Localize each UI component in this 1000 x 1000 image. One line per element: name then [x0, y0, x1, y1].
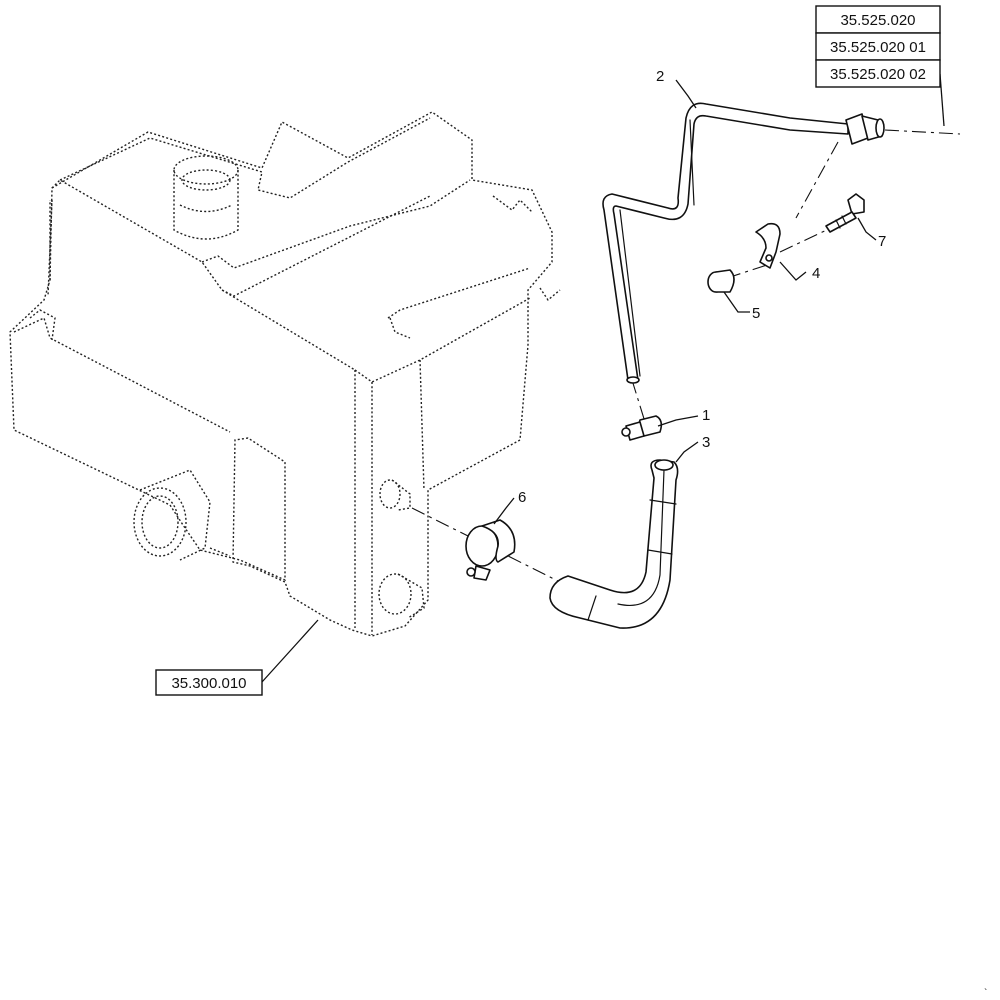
callout-labels: 2 1 3 4 5 6 7	[518, 68, 886, 506]
callout-1: 1	[702, 407, 710, 424]
reference-code-tank: 35.300.010	[171, 675, 246, 692]
spacer-part-5	[707, 269, 735, 293]
corner-mark: `	[984, 987, 987, 999]
p-clip-part-4	[755, 222, 781, 269]
reference-code-3: 35.525.020 02	[830, 66, 926, 83]
bolt-part-7	[825, 193, 865, 233]
callout-7: 7	[878, 233, 886, 250]
callout-6: 6	[518, 489, 526, 506]
reference-box-stack: 35.525.020 35.525.020 01 35.525.020 02	[815, 5, 941, 88]
reservoir-tank	[9, 111, 561, 637]
reference-code-1: 35.525.020	[840, 12, 915, 29]
callout-3: 3	[702, 434, 710, 451]
callout-5: 5	[752, 305, 760, 322]
rigid-pipe	[602, 102, 885, 384]
reference-code-2: 35.525.020 01	[830, 39, 926, 56]
hose-clamp-part-6	[465, 519, 516, 581]
callout-4: 4	[812, 265, 820, 282]
reference-box-tank: 35.300.010	[155, 669, 263, 696]
clamp-part-1	[621, 415, 663, 441]
callout-2: 2	[656, 68, 664, 85]
callout-leaders	[261, 73, 945, 683]
flexible-hose	[549, 459, 679, 629]
